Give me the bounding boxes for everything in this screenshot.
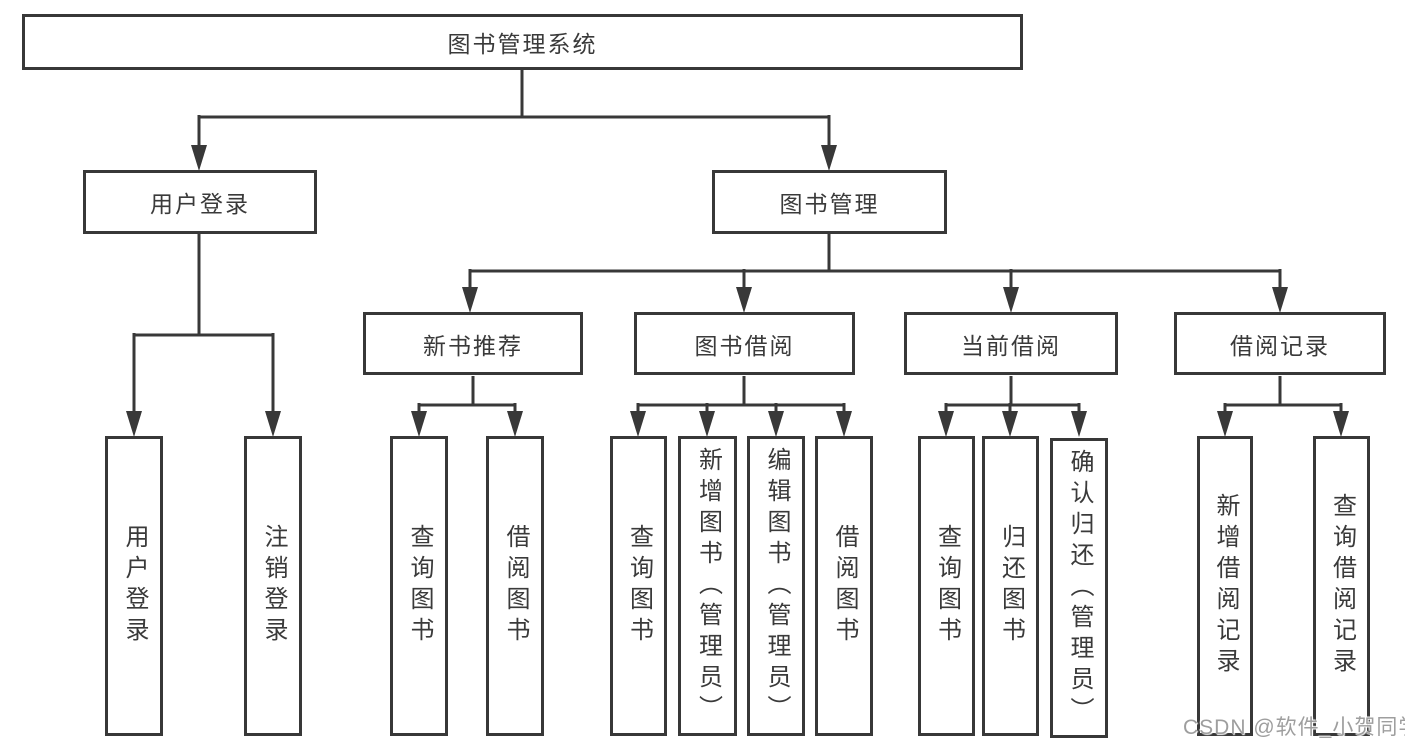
leaf-user-login-label: 用户登录 bbox=[121, 524, 148, 648]
node-user-login-label: 用户登录 bbox=[150, 191, 250, 217]
node-book-borrowing-label: 图书借阅 bbox=[694, 332, 795, 359]
leaf-query-books-current: 查询图书 bbox=[918, 436, 975, 736]
leaf-edit-books-admin-label: 编辑图书（管理员） bbox=[763, 446, 790, 726]
node-current-borrowing: 当前借阅 bbox=[904, 312, 1118, 375]
leaf-query-books-current-label: 查询图书 bbox=[933, 524, 961, 648]
node-current-borrowing-label: 当前借阅 bbox=[961, 332, 1061, 359]
leaf-query-borrow-record: 查询借阅记录 bbox=[1313, 436, 1370, 736]
leaf-add-books-admin: 新增图书（管理员） bbox=[678, 436, 737, 736]
leaf-query-books-recommend: 查询图书 bbox=[390, 436, 448, 736]
leaf-query-books-borrowing: 查询图书 bbox=[610, 436, 667, 736]
watermark: CSDN @软件_小贺同学 bbox=[1183, 716, 1405, 739]
node-user-login: 用户登录 bbox=[83, 170, 317, 234]
leaf-query-books-recommend-label: 查询图书 bbox=[406, 524, 433, 648]
leaf-add-books-admin-label: 新增图书（管理员） bbox=[694, 446, 722, 726]
leaf-logout-label: 注销登录 bbox=[260, 524, 287, 648]
leaf-confirm-return-admin-label: 确认归还（管理员） bbox=[1066, 448, 1093, 728]
leaf-borrow-books-recommend: 借阅图书 bbox=[486, 436, 544, 736]
leaf-add-borrow-record: 新增借阅记录 bbox=[1197, 436, 1253, 736]
node-new-book-recommend: 新书推荐 bbox=[363, 312, 583, 375]
leaf-return-books: 归还图书 bbox=[982, 436, 1039, 736]
node-book-borrowing: 图书借阅 bbox=[634, 312, 855, 375]
leaf-borrow-books-recommend-label: 借阅图书 bbox=[502, 524, 529, 648]
leaf-user-login: 用户登录 bbox=[105, 436, 163, 736]
node-book-management: 图书管理 bbox=[712, 170, 947, 234]
node-borrowing-records-label: 借阅记录 bbox=[1230, 332, 1330, 359]
leaf-borrow-books: 借阅图书 bbox=[815, 436, 873, 736]
leaf-logout: 注销登录 bbox=[244, 436, 302, 736]
leaf-confirm-return-admin: 确认归还（管理员） bbox=[1050, 438, 1108, 738]
leaf-add-borrow-record-label: 新增借阅记录 bbox=[1212, 493, 1239, 679]
node-borrowing-records: 借阅记录 bbox=[1174, 312, 1386, 375]
node-root-label: 图书管理系统 bbox=[447, 31, 598, 57]
leaf-edit-books-admin: 编辑图书（管理员） bbox=[747, 436, 805, 736]
leaf-borrow-books-label: 借阅图书 bbox=[831, 524, 858, 648]
leaf-return-books-label: 归还图书 bbox=[997, 524, 1025, 648]
leaf-query-borrow-record-label: 查询借阅记录 bbox=[1328, 493, 1356, 679]
leaf-query-books-borrowing-label: 查询图书 bbox=[625, 524, 653, 648]
node-root: 图书管理系统 bbox=[22, 14, 1023, 70]
node-new-book-recommend-label: 新书推荐 bbox=[423, 332, 523, 359]
node-book-management-label: 图书管理 bbox=[779, 191, 880, 217]
arrowhead-icons bbox=[126, 145, 1349, 437]
